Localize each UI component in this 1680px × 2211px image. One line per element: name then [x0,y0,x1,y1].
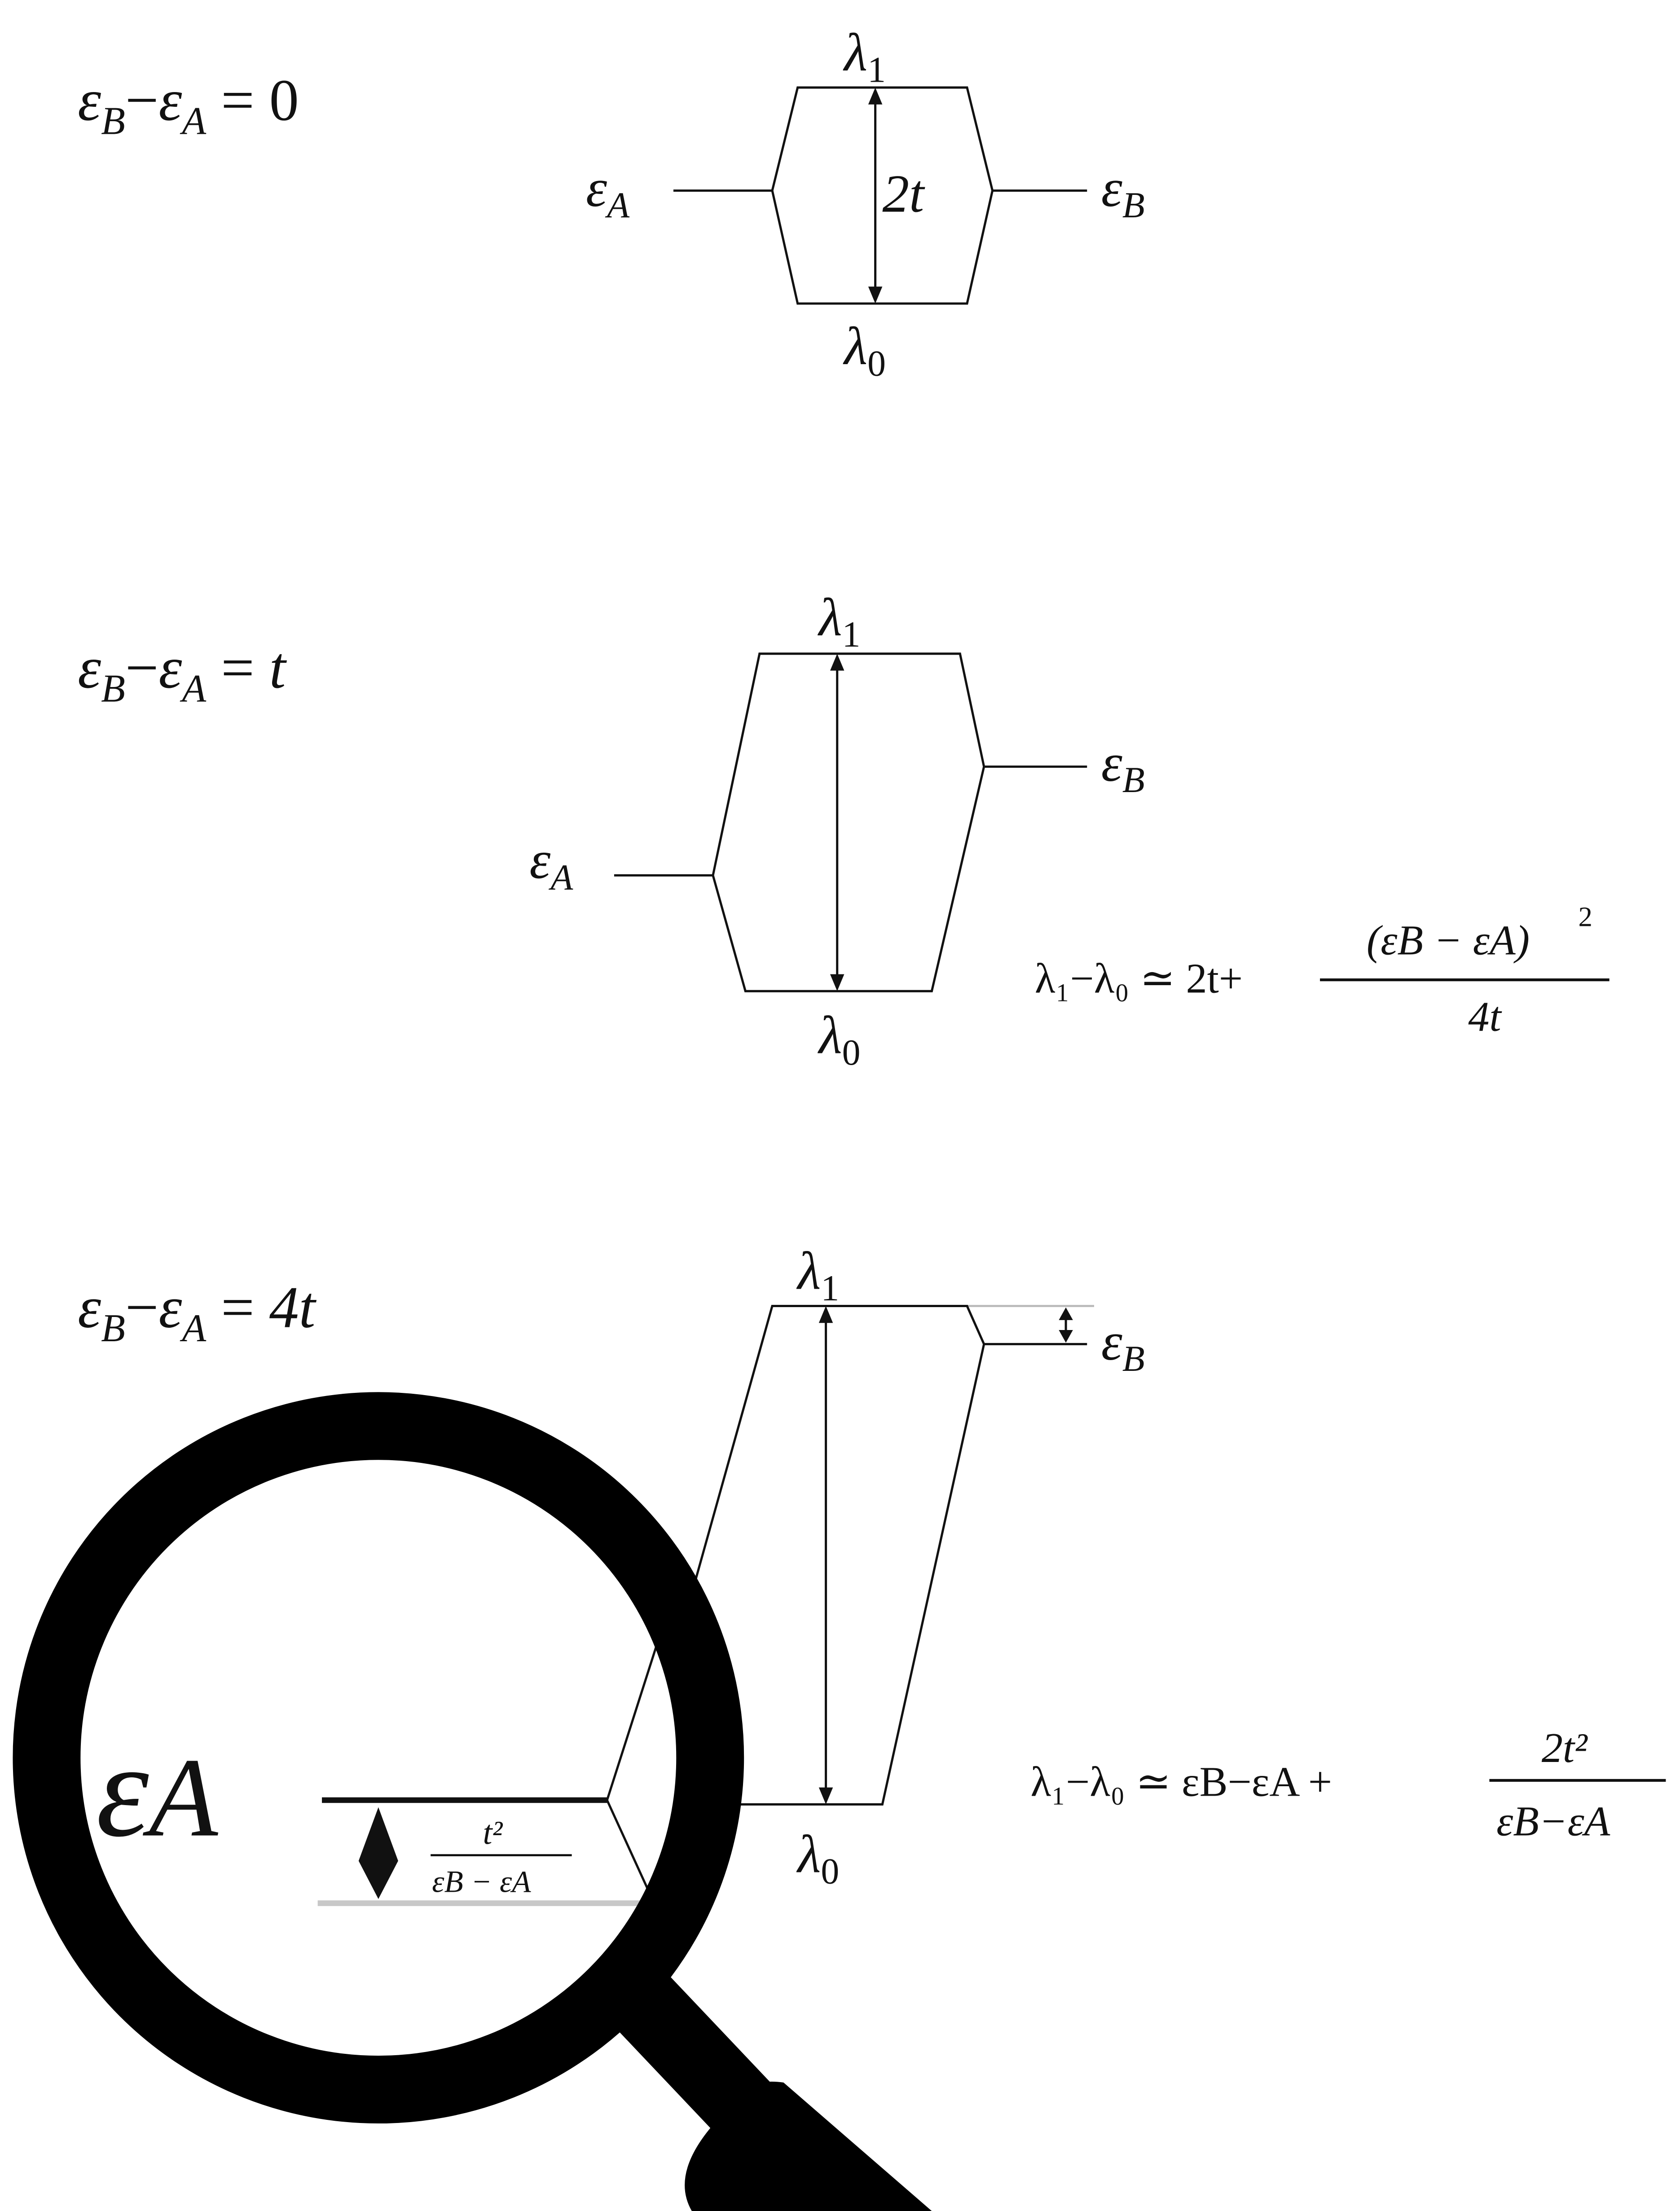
eps-b-label: εB [1101,159,1145,225]
panel-equal-energies: εB−εA = 0 λ1 λ0 2t εA εB [78,23,1145,383]
eps-b-label: εB [1101,733,1145,800]
svg-text:εB − εA: εB − εA [432,1864,531,1898]
magnifier: εA t² εB − εA [13,1392,932,2211]
eps-a-label: εA [529,831,573,898]
eps-a-label: εA [586,159,630,225]
lambda0-label: λ0 [796,1824,840,1891]
gap-formula: λ₁−λ₀ ≃ εB−εA + 2t² εB−εA [1030,1725,1666,1845]
svg-text:λ₁−λ₀ ≃ εB−εA +: λ₁−λ₀ ≃ εB−εA + [1030,1759,1332,1806]
lambda0-label: λ0 [843,317,886,383]
eps-b-label: εB [1101,1312,1145,1379]
condition-label: εB−εA = 4t [78,1274,317,1350]
magnified-eps-a-label: εA [96,1716,219,1865]
svg-text:2: 2 [1578,901,1592,933]
svg-text:εB−εA: εB−εA [1496,1798,1610,1845]
level-lines [673,86,1087,305]
level-lines [662,1304,1087,1806]
gap-label: 2t [882,164,925,224]
lambda1-label: λ1 [796,1242,840,1308]
lambda1-label: λ1 [843,23,886,90]
svg-text:2t²: 2t² [1542,1725,1588,1771]
condition-label: εB−εA = 0 [78,67,299,143]
lambda0-label: λ0 [818,1006,861,1073]
magnifier-handle [685,2081,932,2211]
svg-text:4t: 4t [1468,993,1502,1040]
svg-text:λ₁−λ₀ ≃ 2t+: λ₁−λ₀ ≃ 2t+ [1035,955,1243,1002]
condition-label: εB−εA = t [78,634,287,710]
level-lines [614,652,1087,992]
svg-text:(εB − εA): (εB − εA) [1367,917,1530,964]
gap-formula: λ₁−λ₀ ≃ 2t+ (εB − εA) 2 4t [1035,901,1610,1040]
panel-offset-4t: εB−εA = 4t λ1 λ0 εB λ₁−λ₀ ≃ εB−εA + 2t² … [78,1242,1666,1892]
panel-offset-t: εB−εA = t λ1 λ0 εA εB λ₁−λ₀ ≃ 2t+ (εB − … [78,588,1610,1073]
magnifier-ring [13,1392,744,2124]
svg-text:t²: t² [483,1814,503,1851]
lambda1-label: λ1 [818,588,861,655]
